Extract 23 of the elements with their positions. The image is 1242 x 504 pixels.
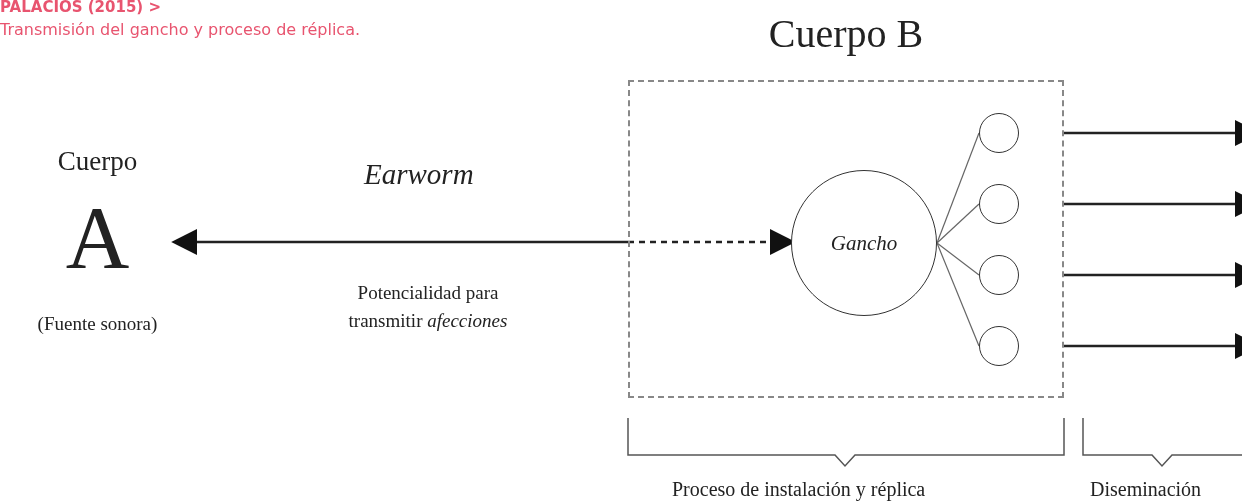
arrow xyxy=(171,229,628,255)
connector-line xyxy=(936,203,980,244)
circle xyxy=(979,184,1019,224)
node-heading: Cuerpo B xyxy=(767,10,925,58)
bracket-label: Diseminación xyxy=(1090,477,1202,502)
citation-heading: PALACIOS (2015) > xyxy=(0,0,161,16)
caption: Transmisión del gancho y proceso de réplica. xyxy=(0,20,361,39)
node-letter: A xyxy=(65,192,130,284)
connector-line xyxy=(936,132,980,244)
circle xyxy=(979,113,1019,153)
arrow xyxy=(1064,191,1242,217)
circle xyxy=(979,326,1019,366)
node-heading: Cuerpo xyxy=(57,145,138,178)
circle xyxy=(979,255,1019,295)
node-subtitle: (Fuente sonora) xyxy=(37,312,158,336)
note: Potencialidad para transmitir afecciones xyxy=(347,281,509,333)
arrow xyxy=(1064,262,1242,288)
bracket-label: Proceso de instalación y réplica xyxy=(672,477,926,502)
connector-line xyxy=(936,242,980,347)
arrow xyxy=(1064,120,1242,146)
circle-label: Gancho xyxy=(830,230,898,256)
connector-line xyxy=(936,242,980,276)
arrow xyxy=(1064,333,1242,359)
